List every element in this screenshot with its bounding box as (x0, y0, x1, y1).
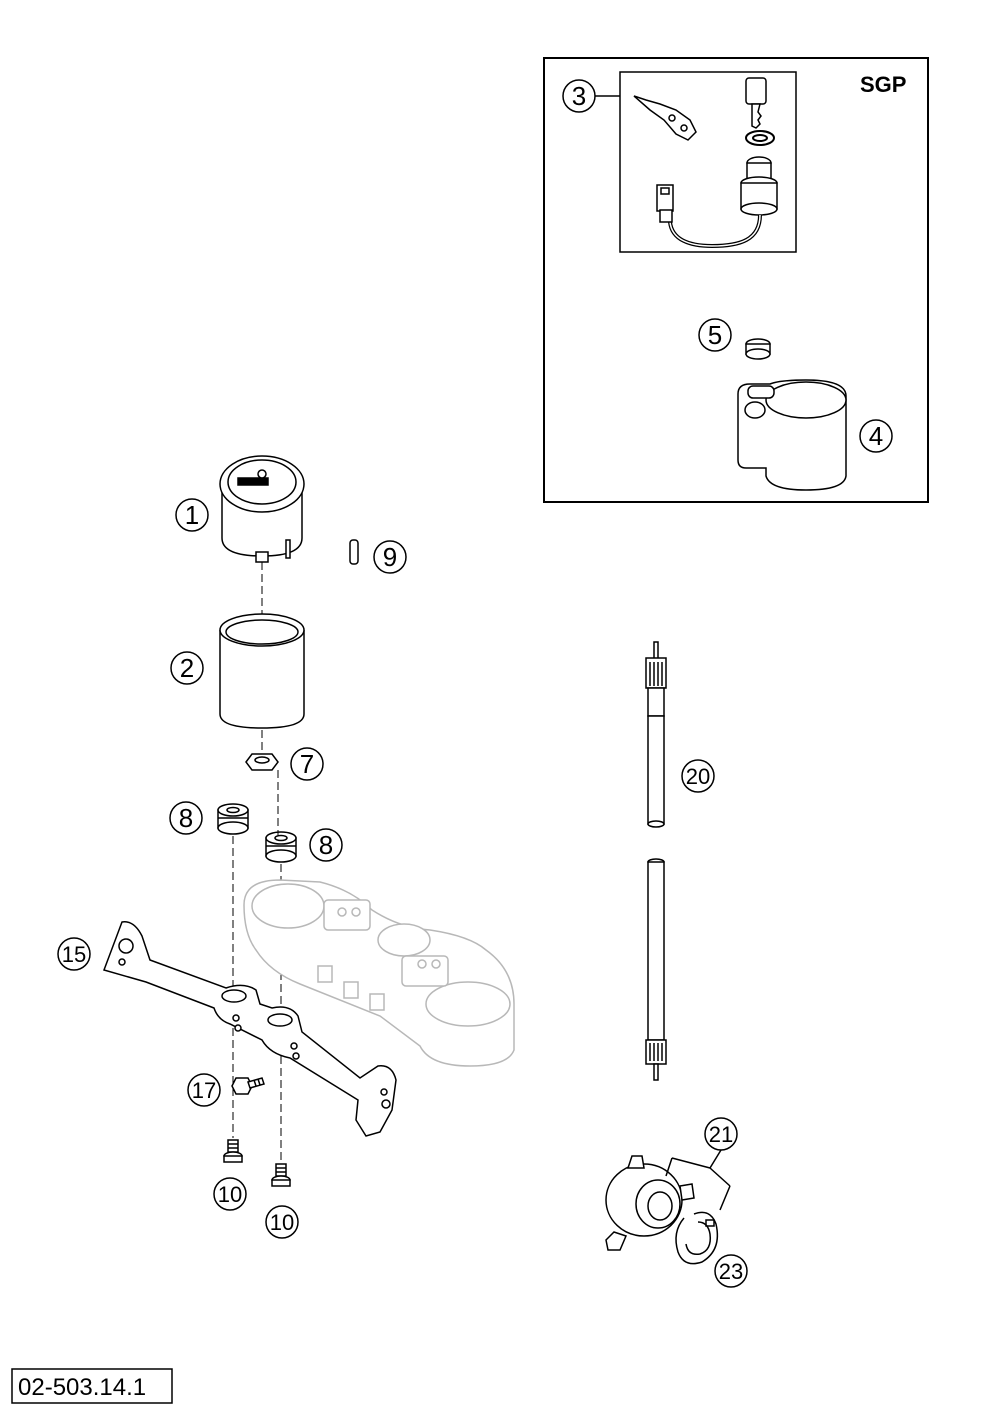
svg-text:02-503.14.1: 02-503.14.1 (18, 1374, 146, 1401)
callout-17: 17 (187, 1073, 221, 1107)
svg-text:5: 5 (708, 320, 722, 350)
svg-text:20: 20 (686, 764, 710, 789)
callout-4: 4 (859, 419, 893, 453)
speedometer-drive (605, 1155, 695, 1251)
cap-plug (745, 338, 771, 360)
svg-text:2: 2 (180, 653, 194, 683)
svg-text:17: 17 (192, 1078, 216, 1103)
mounting-screw (223, 1139, 243, 1163)
ignition-cable-inner (669, 214, 761, 247)
ignition-key (745, 77, 767, 129)
svg-text:3: 3 (572, 81, 586, 111)
svg-text:8: 8 (179, 803, 193, 833)
svg-text:8: 8 (319, 830, 333, 860)
callout-1: 1 (175, 498, 209, 532)
svg-text:10: 10 (218, 1182, 242, 1207)
svg-text:21: 21 (709, 1122, 733, 1147)
svg-text:10: 10 (270, 1210, 294, 1235)
callout-2: 2 (170, 651, 204, 685)
drive-retaining-ring (675, 1211, 719, 1265)
callout-10a: 10 (213, 1177, 247, 1211)
speedometer-housing (219, 613, 305, 729)
ignition-lock-cylinder (740, 156, 778, 216)
callout-3: 3 (562, 79, 620, 113)
callout-15: 15 (57, 937, 91, 971)
callout-8b: 8 (309, 828, 343, 862)
svg-text:4: 4 (869, 421, 883, 451)
svg-text:9: 9 (383, 542, 397, 572)
bracket-screw (231, 1077, 265, 1095)
ignition-cover (737, 379, 847, 491)
callout-20: 20 (681, 759, 715, 793)
speedometer-bracket (103, 921, 397, 1137)
callout-5: 5 (698, 318, 732, 352)
speedometer (219, 455, 305, 563)
hex-nut (245, 753, 279, 771)
reference-number-box: 02-503.14.1 (11, 1368, 173, 1404)
callout-23: 23 (714, 1254, 748, 1288)
ignition-small-parts (633, 95, 697, 141)
sgp-inset-frame (543, 57, 929, 503)
svg-text:23: 23 (719, 1259, 743, 1284)
ignition-connector (656, 184, 674, 223)
callout-8a: 8 (169, 801, 203, 835)
ignition-switch-subframe (619, 71, 797, 253)
indicator-bulb (349, 539, 359, 565)
callout-9: 9 (373, 540, 407, 574)
svg-text:7: 7 (300, 749, 314, 779)
speedometer-cable (645, 641, 667, 1081)
triple-clamp-ghost (243, 879, 515, 1067)
svg-text:15: 15 (62, 942, 86, 967)
callout-7: 7 (290, 747, 324, 781)
svg-text:1: 1 (185, 500, 199, 530)
rubber-grommet (265, 831, 297, 863)
ignition-nut (745, 130, 775, 146)
mounting-screw (271, 1163, 291, 1187)
callout-21: 21 (665, 1117, 738, 1211)
sgp-inset-label: SGP (860, 72, 906, 97)
rubber-grommet (217, 803, 249, 835)
callout-10b: 10 (265, 1205, 299, 1239)
